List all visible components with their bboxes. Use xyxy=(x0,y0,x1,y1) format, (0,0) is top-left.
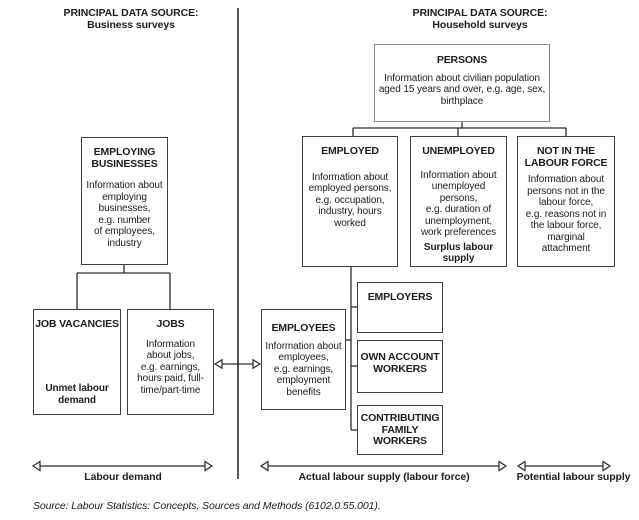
actual-labour-supply-label: Actual labour supply (labour force) xyxy=(298,471,470,483)
box-own-account-workers: OWN ACCOUNT WORKERS xyxy=(357,340,443,393)
box-not-in-labour-force-body: Information about persons not in the lab… xyxy=(525,174,607,254)
box-employees-body: Information about employees, e.g. earnin… xyxy=(265,340,342,398)
jobs-employees-double-arrow-icon xyxy=(213,358,262,370)
box-unemployed: UNEMPLOYED Information about unemployed … xyxy=(410,136,507,267)
box-job-vacancies: JOB VACANCIES Unmet labour demand xyxy=(33,309,121,415)
potential-labour-supply-arrow-icon xyxy=(516,460,612,472)
box-contributing-family-workers-title: CONTRIBUTING FAMILY WORKERS xyxy=(360,412,440,447)
potential-labour-supply-label: Potential labour supply xyxy=(516,471,631,483)
heading-business-surveys: PRINCIPAL DATA SOURCE: Business surveys xyxy=(63,7,199,31)
box-not-in-labour-force: NOT IN THE LABOUR FORCE Information abou… xyxy=(517,136,615,267)
box-persons: PERSONS Information about civilian popul… xyxy=(374,44,550,122)
box-employed-title: EMPLOYED xyxy=(321,145,379,157)
actual-labour-supply-arrow-icon xyxy=(259,460,508,472)
box-job-vacancies-title: JOB VACANCIES xyxy=(35,318,119,330)
labour-demand-arrow-icon xyxy=(31,460,214,472)
box-jobs-title: JOBS xyxy=(156,318,185,330)
box-employers-title: EMPLOYERS xyxy=(367,291,433,303)
box-employees: EMPLOYEES Information about employees, e… xyxy=(261,309,346,410)
connector-employed-trunk xyxy=(346,267,357,431)
box-employing-businesses: EMPLOYING BUSINESSES Information about e… xyxy=(81,137,168,265)
box-employing-businesses-body: Information about employing businesses, … xyxy=(86,180,163,249)
box-not-in-labour-force-title: NOT IN THE LABOUR FORCE xyxy=(524,145,608,169)
heading-household-surveys: PRINCIPAL DATA SOURCE: Household surveys xyxy=(412,7,548,31)
box-unemployed-body: Information about unemployed persons, e.… xyxy=(420,169,497,239)
box-employing-businesses-title: EMPLOYING BUSINESSES xyxy=(91,146,158,170)
source-note: Source: Labour Statistics: Concepts, Sou… xyxy=(33,500,381,512)
box-persons-body: Information about civilian population ag… xyxy=(378,72,546,107)
box-unemployed-title: UNEMPLOYED xyxy=(422,145,495,157)
connector-persons-tree xyxy=(352,122,567,136)
box-own-account-workers-title: OWN ACCOUNT WORKERS xyxy=(360,351,440,375)
labour-demand-label: Labour demand xyxy=(84,471,162,483)
box-job-vacancies-note: Unmet labour demand xyxy=(45,383,109,406)
box-employees-title: EMPLOYEES xyxy=(271,322,336,334)
box-persons-title: PERSONS xyxy=(436,54,488,66)
box-unemployed-note: Surplus labour supply xyxy=(423,241,494,265)
box-contributing-family-workers: CONTRIBUTING FAMILY WORKERS xyxy=(357,405,443,455)
box-employers: EMPLOYERS xyxy=(357,282,443,333)
box-employed: EMPLOYED Information about employed pers… xyxy=(302,136,398,267)
connector-business-tree xyxy=(76,265,171,309)
box-employed-body: Information about employed persons, e.g.… xyxy=(308,171,392,229)
box-jobs: JOBS Information about jobs, e.g. earnin… xyxy=(127,309,214,415)
box-jobs-body: Information about jobs, e.g. earnings, h… xyxy=(137,338,204,396)
